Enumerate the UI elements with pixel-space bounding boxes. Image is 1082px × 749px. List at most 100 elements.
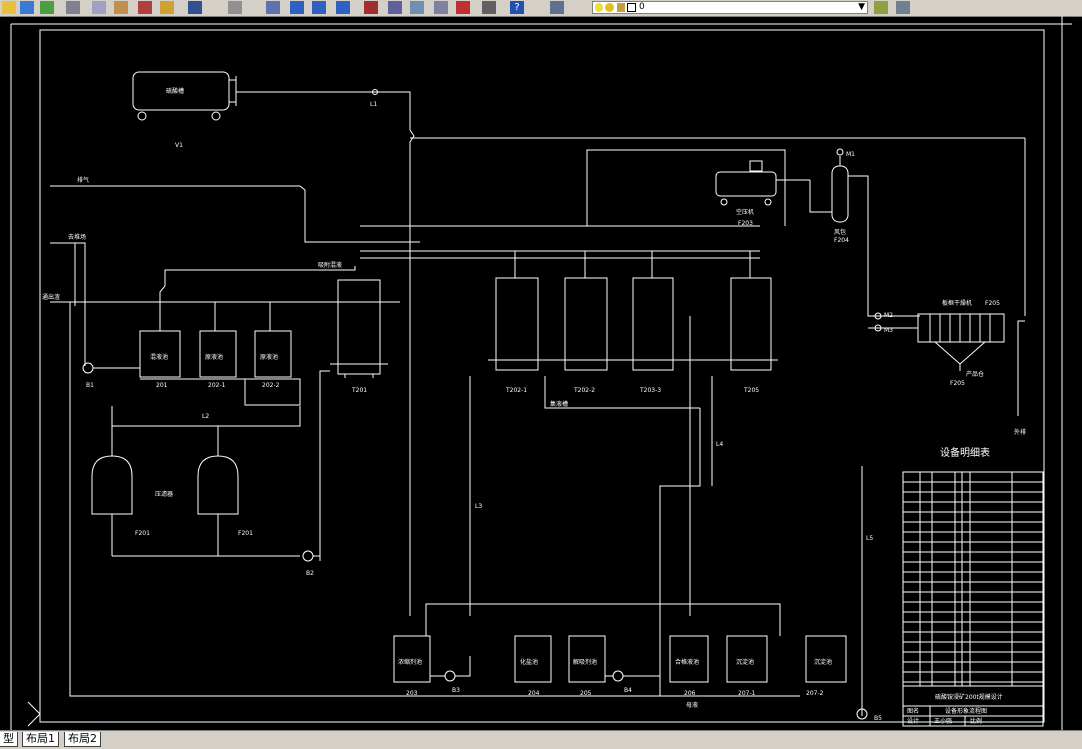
new-icon[interactable]	[2, 1, 16, 14]
b2-tag: B2	[306, 570, 314, 577]
bottom-tank-204-tag: 204	[528, 690, 540, 697]
l2-tag: L2	[202, 413, 209, 420]
product-tag: F205	[950, 380, 965, 387]
mother-liquor-label: 母液	[686, 701, 698, 709]
paste-icon[interactable]	[114, 1, 128, 14]
outward-label: 外排	[1014, 428, 1026, 436]
product-label: 产品仓	[966, 370, 984, 378]
matchprop-icon[interactable]	[138, 1, 152, 14]
designcenter-icon[interactable]	[388, 1, 402, 14]
tank-202-1-label: 原液池	[205, 353, 223, 361]
table-title: 设备明细表	[940, 446, 990, 459]
filter-label: 压滤器	[155, 490, 173, 498]
t201-tag: T201	[351, 387, 367, 394]
cut-icon[interactable]	[66, 1, 80, 14]
copy-icon[interactable]	[92, 1, 106, 14]
mixer-label: 吸附混液	[318, 261, 342, 269]
table-footer-2: 设备形象流程图	[945, 707, 987, 715]
undo-icon[interactable]	[188, 1, 202, 14]
bottom-tank-203-tag: 203	[406, 690, 418, 697]
m1-tag: M1	[846, 151, 855, 158]
markup-icon[interactable]	[456, 1, 470, 14]
table-footer-1: 硫酸铵浸矿200t规模设计	[935, 693, 1003, 701]
layer-dropdown[interactable]: 0 ▼	[592, 1, 868, 14]
bottom-tank-205-label: 解吸剂池	[573, 658, 597, 666]
tab-layout2[interactable]: 布局2	[64, 732, 101, 747]
tank-202-2-label: 原液池	[260, 353, 278, 361]
tab-layout1[interactable]: 布局1	[22, 732, 59, 747]
bottom-tank-207-1-tag: 207-1	[738, 690, 756, 697]
zoom-window-icon[interactable]	[312, 1, 326, 14]
toolpalettes-icon[interactable]	[410, 1, 424, 14]
b3-tag: B3	[452, 687, 460, 694]
pan-icon[interactable]	[266, 1, 280, 14]
open-icon[interactable]	[20, 1, 34, 14]
t203-3-tag: T203-3	[639, 387, 661, 394]
layer-states-icon[interactable]	[896, 1, 910, 14]
tank-202-1-tag: 202-1	[208, 382, 226, 389]
compressor-label: 空压机	[736, 208, 754, 216]
properties-icon[interactable]	[364, 1, 378, 14]
bottom-tank-204-label: 化盐池	[520, 658, 538, 666]
table-label-design: 设计	[907, 717, 919, 725]
exhaust-label: 排气	[77, 176, 89, 184]
collect-label: 集液槽	[550, 400, 568, 408]
f201b-tag: F201	[238, 530, 253, 537]
sun-icon[interactable]	[605, 3, 614, 12]
b5-tag: B5	[874, 715, 882, 722]
tank-201-label: 混液池	[150, 353, 168, 361]
fan-out-label: 通出渣	[42, 293, 60, 301]
model-space-canvas[interactable]: 硫酸槽 V1 L1 排气 去堆场 通出渣 吸附混液 T201 混液池 原液池 原…	[0, 16, 1082, 730]
t201-column	[337, 279, 381, 375]
bottom-tank-207-2-label: 沉淀池	[814, 658, 832, 666]
f201a-tag: F201	[135, 530, 150, 537]
m2-tag: M2	[884, 312, 893, 319]
ucs-icon	[27, 701, 41, 727]
l4-tag: L4	[716, 441, 723, 448]
l5-tag: L5	[866, 535, 873, 542]
bottom-tank-207-2-tag: 207-2	[806, 690, 824, 697]
calculator-icon[interactable]	[482, 1, 496, 14]
bottom-tank-206-tag: 206	[684, 690, 696, 697]
v1-tag: V1	[175, 142, 183, 149]
zoom-realtime-icon[interactable]	[290, 1, 304, 14]
layer-previous-icon[interactable]	[874, 1, 888, 14]
table-cell-designer: 王小强	[934, 717, 952, 725]
l1-tag: L1	[370, 101, 377, 108]
standard-toolbar: ? 0 ▼	[0, 0, 1082, 17]
t205-tag: T205	[743, 387, 759, 394]
bottom-tank-207-1-label: 沉淀池	[736, 658, 754, 666]
color-icon[interactable]	[627, 3, 636, 12]
b1-tag: B1	[86, 382, 94, 389]
publish-icon[interactable]	[40, 1, 54, 14]
b4-tag: B4	[624, 687, 632, 694]
t202-1-tag: T202-1	[505, 387, 527, 394]
help-icon[interactable]: ?	[510, 1, 524, 14]
layout-tabs: 型 布局1 布局2	[0, 730, 1082, 749]
table-cell-scale: 比例	[970, 717, 982, 725]
v1-label: 硫酸槽	[166, 87, 184, 95]
process-flow-drawing: 硫酸槽 V1 L1 排气 去堆场 通出渣 吸附混液 T201 混液池 原液池 原…	[10, 16, 1072, 730]
t202-2-tag: T202-2	[573, 387, 595, 394]
layer-manager-icon[interactable]	[550, 1, 564, 14]
brush-icon[interactable]	[160, 1, 174, 14]
bag-tag: F204	[834, 237, 849, 244]
redo-icon[interactable]	[228, 1, 242, 14]
sulfuric-acid-tank	[132, 71, 230, 111]
layer-name: 0	[639, 2, 645, 12]
m3-tag: M3	[884, 327, 893, 334]
to-field-label: 去堆场	[68, 233, 86, 241]
table-label-map: 图名	[907, 707, 919, 715]
zoom-previous-icon[interactable]	[336, 1, 350, 14]
bag-label: 风包	[834, 228, 846, 236]
sheetset-icon[interactable]	[434, 1, 448, 14]
tank-202-2-tag: 202-2	[262, 382, 280, 389]
chevron-down-icon[interactable]: ▼	[858, 2, 865, 12]
bottom-tank-206-label: 合格液池	[675, 658, 699, 666]
bulb-icon[interactable]	[595, 3, 603, 12]
lock-icon[interactable]	[617, 3, 625, 12]
dryer-label: 板框干燥机	[942, 299, 972, 307]
tank-201-tag: 201	[156, 382, 168, 389]
bottom-tank-205-tag: 205	[580, 690, 592, 697]
tab-model[interactable]: 型	[0, 732, 18, 747]
